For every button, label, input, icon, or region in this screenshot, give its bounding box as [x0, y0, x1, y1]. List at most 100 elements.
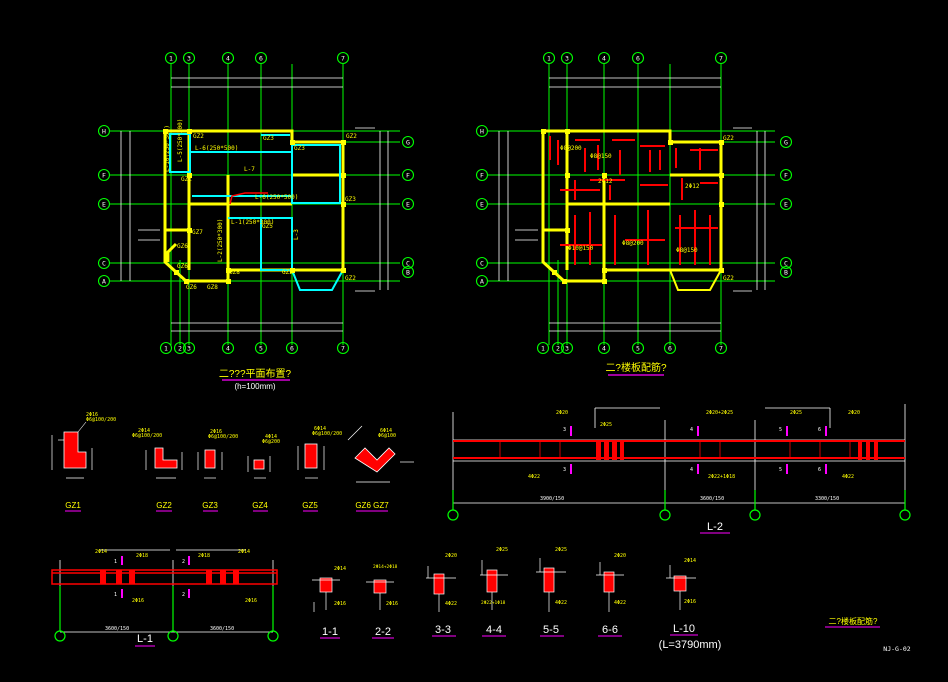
section-4-4: 2Φ25 2Φ22+1Φ18 4-4	[480, 547, 508, 637]
label-r-d8-200-b: Φ8@200	[622, 240, 644, 247]
section-1-1: 2Φ14 2Φ16 1-1	[312, 566, 346, 639]
plan-right-rebar	[549, 136, 718, 265]
label-r-gz2-a: GZ2	[723, 135, 734, 142]
beam-l2-elevation: 3 3 4 4 5 5 6 6 2Φ20 2Φ25 2Φ20+2Φ25 2Φ25…	[447, 404, 911, 534]
l10-length-note: (L=3790mm)	[659, 639, 722, 651]
label-gz3-b: GZ3	[294, 145, 305, 152]
svg-text:4Φ22: 4Φ22	[555, 600, 567, 606]
gz1-label: GZ1	[65, 501, 81, 510]
planR-axes-top-1-label: 3	[565, 55, 569, 63]
label-gz8-a: GZ8	[229, 269, 240, 276]
planL-axes-bottom-0-label: 1	[164, 345, 168, 353]
label-gz2-d: GZ2	[282, 269, 293, 276]
planL-axes-bottom-2-label: 3	[187, 345, 191, 353]
planR-axes-bottom-6-label: 7	[719, 345, 723, 353]
svg-text:3600/150: 3600/150	[105, 626, 129, 632]
svg-text:2Φ20: 2Φ20	[445, 553, 457, 559]
svg-text:2Φ20: 2Φ20	[556, 410, 568, 416]
planR-axes-left-2-label: E	[480, 201, 484, 209]
svg-text:2Φ16: 2Φ16	[334, 601, 346, 607]
label-gz3-a: GZ3	[263, 135, 274, 142]
planR-axes-bottom-1-bubble	[551, 341, 565, 355]
planL-axes-bottom-6-label: 7	[341, 345, 345, 353]
svg-text:2Φ25: 2Φ25	[496, 547, 508, 553]
planL-axes-top-0-bubble	[164, 51, 178, 65]
svg-text:5-5: 5-5	[543, 624, 559, 636]
planL-axes-right-1-bubble	[401, 168, 415, 182]
section-5-5: 2Φ25 4Φ22 5-5	[536, 547, 567, 637]
label-r-gz2-b: GZ2	[723, 275, 734, 282]
svg-text:2Φ16: 2Φ16	[86, 412, 98, 418]
svg-text:3300/150: 3300/150	[815, 496, 839, 502]
planR-axes-top-0-label: 1	[547, 55, 551, 63]
svg-text:2Φ22+1Φ18: 2Φ22+1Φ18	[708, 474, 735, 480]
plan-right-title: 二?楼板配筋?	[605, 361, 667, 374]
svg-text:2Φ18: 2Φ18	[136, 553, 148, 559]
svg-text:Φ6@100: Φ6@100	[378, 433, 396, 439]
plan-left-dimensions	[120, 77, 389, 332]
planL-axes-bottom-3-label: 4	[226, 345, 230, 353]
planR-axes-right-1-bubble	[779, 168, 793, 182]
planL-axes-left-2-bubble	[97, 197, 111, 211]
constructional-column-sections: 2Φ16 Φ6@100/200 GZ1 2Φ14 Φ6@100/200 GZ2 …	[51, 412, 414, 512]
l2-mark-6b: 6	[818, 467, 821, 473]
gz5-label: GZ5	[302, 501, 318, 510]
svg-text:4Φ22: 4Φ22	[445, 601, 457, 607]
planL-axes-top-1-bubble	[182, 51, 196, 65]
planL-axes-right-0-bubble	[401, 135, 415, 149]
planR-axes-left-4-bubble	[475, 274, 489, 288]
label-gz3-c: GZ3	[345, 196, 356, 203]
label-l1: L-1(250*300)	[231, 219, 274, 226]
planL-axes-left-2-label: E	[102, 201, 106, 209]
beam-cross-sections: 2Φ14 2Φ16 1-1 2Φ14+2Φ18 2Φ16 2-2 2Φ20 4Φ…	[312, 547, 721, 651]
planR-axes-bottom-1-label: 2	[556, 345, 560, 353]
planR-axes-bottom-3-label: 4	[602, 345, 606, 353]
svg-text:2-2: 2-2	[375, 626, 391, 638]
label-l7: L-7	[244, 166, 255, 173]
l1-mark-1a: 1	[114, 559, 117, 565]
svg-text:3600/150: 3600/150	[700, 496, 724, 502]
planR-axes-bottom-0-bubble	[536, 341, 550, 355]
svg-text:2Φ14: 2Φ14	[238, 549, 250, 555]
planR-axes-bottom-6-bubble	[714, 341, 728, 355]
planL-axes-bottom-6-bubble	[336, 341, 350, 355]
beam-l1-elevation: 1 1 2 2 2Φ14 2Φ18 2Φ18 2Φ14 2Φ16 2Φ16 36…	[51, 549, 279, 647]
svg-text:2Φ20: 2Φ20	[848, 410, 860, 416]
planL-axes-bottom-1-label: 2	[178, 345, 182, 353]
planL-axes-top-4-label: 7	[341, 55, 345, 63]
label-gz1: GZ1	[181, 176, 192, 183]
planL-axes-bottom-0-bubble	[159, 341, 173, 355]
section-gz2: 2Φ14 Φ6@100/200 GZ2	[132, 428, 183, 512]
planR-axes-bottom-5-label: 6	[668, 345, 672, 353]
footer-title: 二?楼板配筋?	[829, 616, 878, 626]
svg-text:4Φ22: 4Φ22	[842, 474, 854, 480]
svg-text:4Φ22: 4Φ22	[528, 474, 540, 480]
svg-text:3600/150: 3600/150	[210, 626, 234, 632]
plan-left-subtitle: (h=100mm)	[234, 382, 275, 391]
svg-text:2Φ22+1Φ18: 2Φ22+1Φ18	[481, 600, 506, 606]
planL-axes-right-3-bubble	[401, 256, 415, 270]
label-r-2d12-b: 2Φ12	[598, 178, 613, 185]
planL-axes-right-3-label: C	[406, 260, 410, 268]
label-r-d8-150: Φ8@150	[590, 153, 612, 160]
label-r-2d12-a: 2Φ12	[685, 183, 700, 190]
planL-axes-bottom-5-bubble	[285, 341, 299, 355]
svg-text:Φ6@100/200: Φ6@100/200	[86, 417, 116, 423]
planL-axes-top-1-label: 3	[187, 55, 191, 63]
svg-text:2Φ25: 2Φ25	[555, 547, 567, 553]
l1-mark-2a: 2	[182, 559, 185, 565]
planR-axes-right-3-label: C	[784, 260, 788, 268]
planL-axes-left-4-label: A	[102, 278, 106, 286]
svg-text:3900/150: 3900/150	[540, 496, 564, 502]
planL-axes-bottom-1-bubble	[173, 341, 187, 355]
svg-text:L-10: L-10	[673, 623, 695, 635]
label-gz6-a: GZ6	[177, 243, 188, 250]
label-gz8-b: GZ8	[207, 284, 218, 291]
svg-text:2Φ14: 2Φ14	[684, 558, 696, 564]
planR-axes-right-3-bubble	[779, 256, 793, 270]
l2-mark-6a: 6	[818, 427, 821, 433]
section-gz4: 4Φ14 Φ6@200 GZ4	[247, 434, 280, 512]
